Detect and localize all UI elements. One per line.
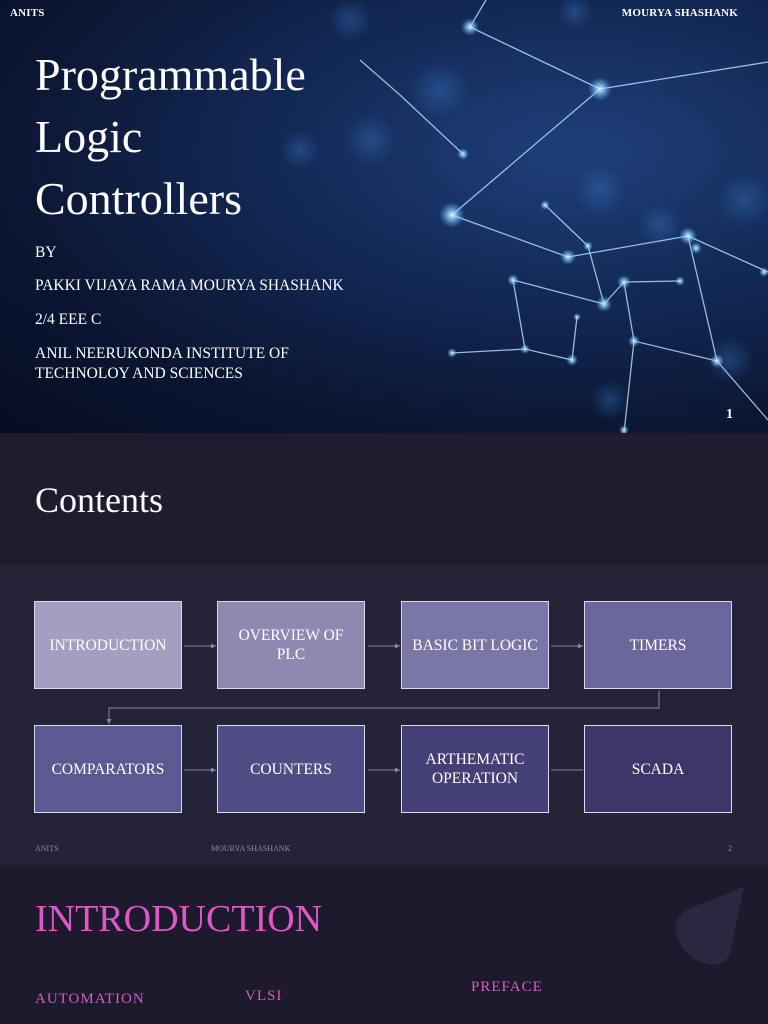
- network-background-graphic: [280, 0, 768, 433]
- contents-item-label: COUNTERS: [250, 760, 332, 778]
- contents-item-timers[interactable]: TIMERS: [584, 601, 732, 689]
- introduction-title: INTRODUCTION: [35, 898, 323, 940]
- by-label: BY: [35, 244, 57, 261]
- contents-item-label: INTRODUCTION: [49, 636, 167, 654]
- contents-item-scada[interactable]: SCADA: [584, 725, 732, 813]
- contents-slide: Contents INTRODUCTION OVERVIEW OF PLC BA…: [0, 433, 768, 865]
- contents-item-label: BASIC BIT LOGIC: [412, 636, 538, 654]
- contents-item-label: COMPARATORS: [51, 760, 165, 778]
- class-label: 2/4 EEE C: [35, 311, 102, 328]
- contents-item-label: OVERVIEW OF PLC: [238, 627, 344, 663]
- contents-item-label: ARTHEMATIC OPERATION: [425, 751, 525, 787]
- subheading-automation: AUTOMATION: [35, 991, 145, 1007]
- title-slide: ANITS MOURYA SHASHANK Programmable Logic…: [0, 0, 768, 433]
- contents-item-arthematic-operation[interactable]: ARTHEMATIC OPERATION: [401, 725, 549, 813]
- header-left: ANITS: [10, 7, 45, 19]
- contents-item-counters[interactable]: COUNTERS: [217, 725, 365, 813]
- footer-center: MOURYA SHASHANK: [211, 844, 291, 853]
- page-number: 1: [726, 407, 733, 422]
- subheading-vlsi: VLSI: [245, 988, 283, 1004]
- introduction-slide: INTRODUCTION AUTOMATION VLSI PREFACE: [0, 865, 768, 1024]
- contents-item-introduction[interactable]: INTRODUCTION: [34, 601, 182, 689]
- title-line: Logic: [35, 111, 143, 162]
- contents-title: Contents: [35, 480, 164, 520]
- footer-page-number: 2: [728, 844, 732, 853]
- title-line: Controllers: [35, 173, 242, 224]
- subheading-preface: PREFACE: [471, 979, 543, 995]
- contents-item-basic-bit-logic[interactable]: BASIC BIT LOGIC: [401, 601, 549, 689]
- contents-item-label: TIMERS: [629, 636, 687, 654]
- presentation-title: Programmable Logic Controllers: [35, 44, 375, 230]
- contents-item-label: SCADA: [631, 760, 685, 778]
- contents-item-comparators[interactable]: COMPARATORS: [34, 725, 182, 813]
- title-line: Programmable: [35, 49, 306, 100]
- institute-name: ANIL NEERUKONDA INSTITUTE OF TECHNOLOY A…: [35, 344, 289, 384]
- institute-line: ANIL NEERUKONDA INSTITUTE OF: [35, 345, 289, 362]
- decorative-shape: [675, 887, 744, 965]
- contents-item-overview-of-plc[interactable]: OVERVIEW OF PLC: [217, 601, 365, 689]
- footer-left: ANITS: [35, 844, 59, 853]
- author-name: PAKKI VIJAYA RAMA MOURYA SHASHANK: [35, 277, 344, 294]
- institute-line: TECHNOLOY AND SCIENCES: [35, 365, 243, 382]
- flow-arrows: [106, 643, 660, 773]
- header-right: MOURYA SHASHANK: [621, 7, 738, 19]
